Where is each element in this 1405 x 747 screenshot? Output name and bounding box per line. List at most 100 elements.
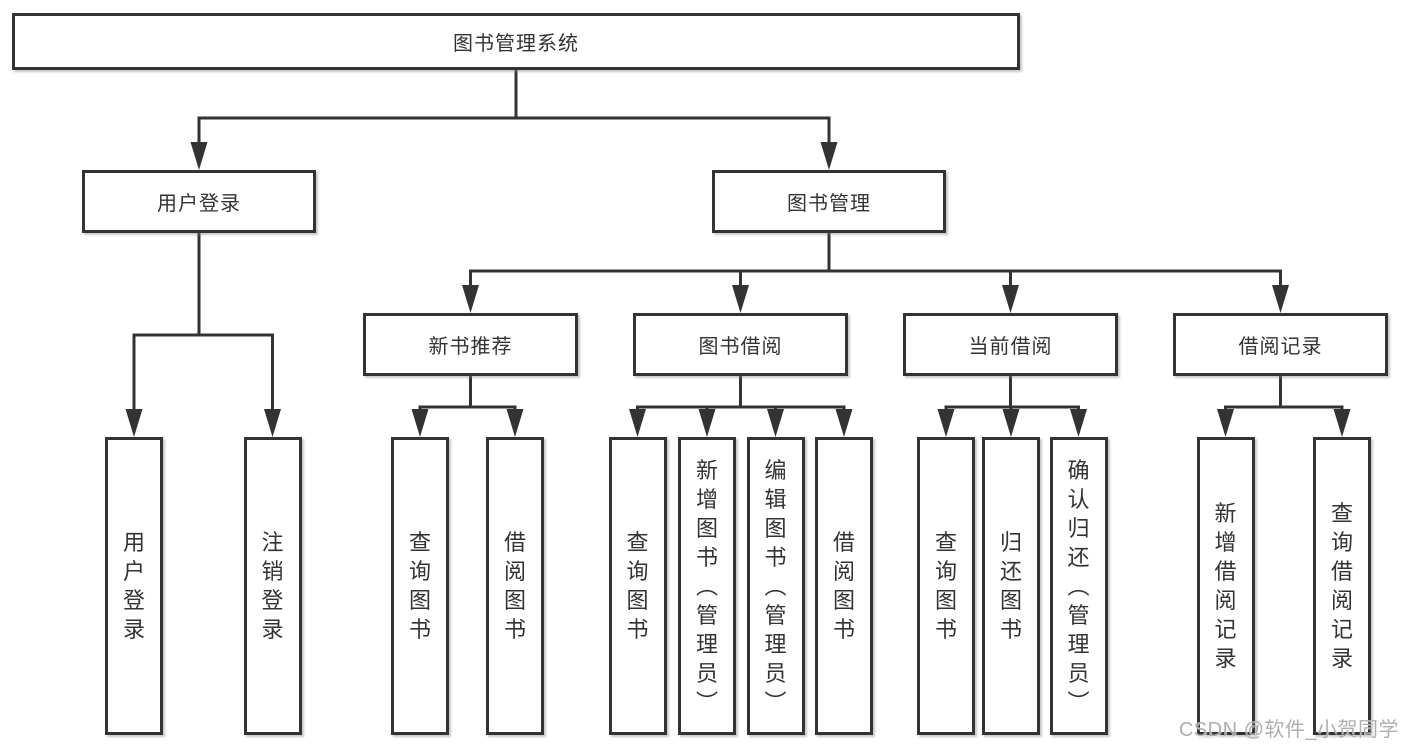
vertical-char: ︶ — [1067, 689, 1090, 715]
arrowhead-down-icon — [1272, 285, 1289, 313]
vertical-char: 录 — [122, 617, 145, 642]
node-label: 借阅记录 — [1238, 336, 1323, 358]
vertical-char: 员 — [695, 660, 718, 686]
node-new-book-recommendation: 新书推荐 — [363, 313, 578, 376]
vertical-char: 确 — [1067, 457, 1090, 483]
node-label: 图书管理系统 — [453, 33, 579, 55]
leaf-query-books-borrowing: 查询图书 — [608, 437, 667, 735]
vertical-char: 查 — [1330, 501, 1353, 526]
vertical-char: 阅 — [503, 559, 526, 584]
vertical-char: 图 — [626, 588, 649, 613]
vertical-char: 管 — [764, 602, 787, 628]
vertical-char: 管 — [695, 602, 718, 628]
vertical-char: 阅 — [1330, 588, 1353, 613]
node-user-login: 用户登录 — [82, 170, 316, 233]
arrowhead-down-icon — [1002, 409, 1020, 437]
vertical-char: ︶ — [695, 689, 718, 715]
node-book-borrowing: 图书借阅 — [633, 313, 848, 376]
csdn-watermark: CSDN @软件_小贺同学 — [1178, 719, 1399, 741]
vertical-char: 理 — [1067, 631, 1090, 657]
vertical-char: 图 — [408, 588, 431, 613]
leaf-borrow-books-recommend: 借阅图书 — [486, 437, 544, 735]
vertical-char: 归 — [1067, 515, 1090, 541]
arrowhead-down-icon — [767, 409, 784, 437]
arrowhead-down-icon — [190, 142, 208, 170]
vertical-char: 书 — [934, 617, 957, 642]
vertical-char: 录 — [1214, 646, 1237, 671]
vertical-char: 注 — [261, 530, 284, 555]
vertical-char: 查 — [408, 530, 431, 555]
leaf-edit-book-admin: 编辑图书︵管理员︶ — [746, 437, 805, 735]
vertical-char: 借 — [1214, 559, 1237, 584]
arrowhead-down-icon — [1070, 409, 1087, 437]
leaf-borrow-books-borrowing: 借阅图书 — [815, 437, 873, 735]
vertical-char: 书 — [832, 617, 855, 642]
vertical-char: 新 — [695, 457, 718, 483]
arrowhead-down-icon — [411, 409, 429, 437]
node-label: 图书管理 — [787, 193, 871, 215]
leaf-return-book: 归还图书 — [982, 437, 1040, 735]
arrowhead-down-icon — [629, 409, 646, 437]
leaf-add-book-admin: 新增图书︵管理员︶ — [678, 437, 736, 735]
vertical-char: 图 — [999, 588, 1022, 613]
vertical-char: 户 — [122, 559, 145, 584]
vertical-char: 图 — [832, 588, 855, 613]
arrowhead-down-icon — [1217, 409, 1234, 437]
vertical-char: 用 — [122, 530, 145, 555]
arrowhead-down-icon — [698, 409, 716, 437]
vertical-char: 记 — [1214, 617, 1237, 642]
arrowhead-down-icon — [820, 142, 838, 170]
node-label: 图书借阅 — [698, 336, 783, 358]
leaf-query-books-recommend: 查询图书 — [391, 437, 449, 735]
vertical-char: 图 — [764, 515, 787, 541]
vertical-char: 书 — [695, 544, 718, 570]
vertical-char: ︵ — [1067, 573, 1090, 599]
vertical-char: 录 — [1330, 646, 1353, 671]
vertical-char: 理 — [764, 631, 787, 657]
vertical-char: 员 — [1067, 660, 1090, 686]
vertical-char: 员 — [764, 660, 787, 686]
arrowhead-down-icon — [462, 285, 479, 313]
vertical-char: 书 — [764, 544, 787, 570]
vertical-char: 图 — [934, 588, 957, 613]
vertical-char: 询 — [934, 559, 957, 584]
vertical-char: 认 — [1067, 486, 1090, 512]
vertical-char: 归 — [999, 530, 1022, 555]
arrowhead-down-icon — [264, 409, 281, 437]
vertical-char: 图 — [695, 515, 718, 541]
vertical-char: 增 — [695, 486, 718, 512]
arrowhead-down-icon — [125, 409, 143, 437]
vertical-char: 还 — [1067, 544, 1090, 570]
vertical-char: 借 — [832, 530, 855, 555]
leaf-query-books-current: 查询图书 — [917, 437, 975, 735]
node-borrowing-records: 借阅记录 — [1173, 313, 1388, 376]
arrowhead-down-icon — [1333, 409, 1351, 437]
leaf-logout: 注销登录 — [243, 437, 302, 735]
vertical-char: 询 — [626, 559, 649, 584]
leaf-confirm-return-admin: 确认归还︵管理员︶ — [1049, 437, 1108, 735]
vertical-char: 新 — [1214, 501, 1237, 526]
node-current-borrowing: 当前借阅 — [903, 313, 1118, 376]
vertical-char: 录 — [261, 617, 284, 642]
leaf-query-borrow-record: 查询借阅记录 — [1313, 437, 1371, 735]
vertical-char: 书 — [626, 617, 649, 642]
vertical-char: 记 — [1330, 617, 1353, 642]
leaf-user-login: 用户登录 — [105, 437, 163, 735]
vertical-char: 还 — [999, 559, 1022, 584]
vertical-char: 登 — [261, 588, 284, 613]
leaf-add-borrow-record: 新增借阅记录 — [1196, 437, 1255, 735]
vertical-char: 辑 — [764, 486, 787, 512]
vertical-char: 阅 — [1214, 588, 1237, 613]
vertical-char: 增 — [1214, 530, 1237, 555]
vertical-char: 查 — [626, 530, 649, 555]
arrowhead-down-icon — [1002, 285, 1019, 313]
arrowhead-down-icon — [732, 285, 749, 313]
arrowhead-down-icon — [835, 409, 853, 437]
vertical-char: 询 — [408, 559, 431, 584]
vertical-char: ︵ — [695, 573, 718, 599]
vertical-char: 查 — [934, 530, 957, 555]
vertical-char: 书 — [408, 617, 431, 642]
vertical-char: 编 — [764, 457, 787, 483]
vertical-char: 阅 — [832, 559, 855, 584]
